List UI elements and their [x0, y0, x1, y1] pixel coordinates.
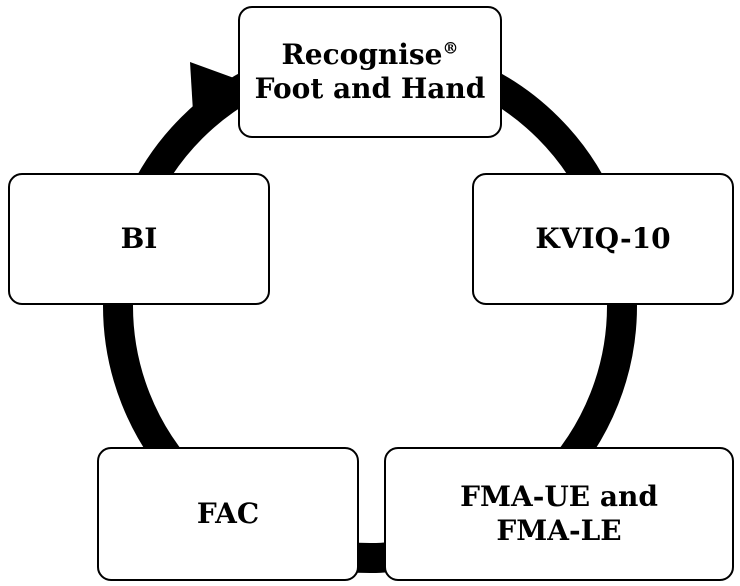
node-fma-ue-fma-le: FMA-UE and FMA-LE: [384, 447, 734, 581]
node-right-label: KVIQ-10: [535, 222, 671, 255]
node-bl-label: FAC: [196, 497, 260, 530]
node-br-line1: FMA-UE and: [460, 480, 658, 513]
node-left-label: BI: [120, 222, 158, 255]
node-top-line2: Foot and Hand: [254, 72, 486, 105]
node-recognise-foot-and-hand: Recognise® Foot and Hand: [238, 6, 502, 138]
node-top-line1: Recognise®: [281, 38, 459, 71]
node-bi: BI: [8, 173, 270, 305]
cycle-arrowhead: [190, 62, 234, 112]
registered-mark: ®: [442, 38, 459, 58]
node-br-line2: FMA-LE: [496, 514, 622, 547]
node-kviq-10: KVIQ-10: [472, 173, 734, 305]
node-fac: FAC: [97, 447, 359, 581]
